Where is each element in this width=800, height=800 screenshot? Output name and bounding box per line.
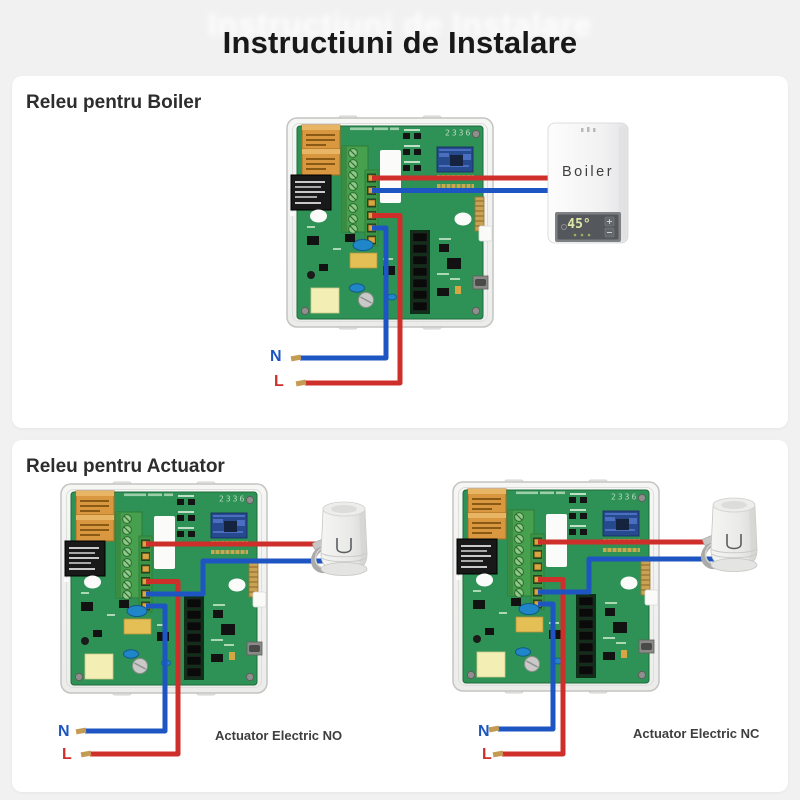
wire-ferrule — [290, 354, 302, 362]
boiler-label: Boiler — [561, 164, 615, 180]
caption-actuator-nc: Actuator Electric NC — [633, 726, 760, 741]
neutral-wire-to-actuator — [146, 558, 330, 597]
neutral-wire-to-n — [85, 603, 168, 734]
wires-actuator-nc — [498, 539, 720, 757]
boiler-vent-icon — [581, 127, 596, 132]
page-title: Instructiuni de Instalare — [222, 25, 578, 60]
caption-actuator-no: Actuator Electric NO — [215, 728, 343, 743]
neutral-wire-to-n — [498, 601, 556, 732]
actuator-section-heading: Releu pentru Actuator — [26, 456, 225, 477]
wires-actuator-no — [85, 541, 330, 757]
card-actuator-relay: Releu pentru Actuator N L Actuator Elect… — [12, 440, 788, 792]
boiler-device — [547, 122, 629, 244]
wire-ferrule — [295, 379, 307, 387]
neutral-label: N — [270, 348, 282, 365]
live-label: L — [274, 373, 284, 390]
boiler-display-value: 45° — [567, 217, 591, 232]
live-label: L — [482, 746, 492, 763]
boiler-display — [555, 212, 621, 242]
boiler-section-heading: Releu pentru Boiler — [26, 92, 202, 113]
ghost-title: Instructiuni de Instalare — [207, 6, 593, 43]
wiring-diagram-boiler — [286, 115, 629, 387]
wire-ferrule — [80, 750, 92, 758]
card-boiler-relay: Releu pentru Boiler — [12, 76, 788, 428]
live-label: L — [62, 746, 72, 763]
wire-ferrule — [492, 750, 504, 758]
neutral-label: N — [478, 723, 490, 740]
wires-boiler — [300, 175, 558, 386]
wiring-diagram-actuators — [60, 479, 788, 758]
wire-ferrule — [488, 725, 500, 733]
wire-ferrule — [75, 727, 87, 735]
live-wire-to-l — [305, 213, 403, 386]
live-wire-to-l — [90, 579, 181, 757]
neutral-label: N — [58, 723, 70, 740]
neutral-wire-to-n — [300, 225, 389, 361]
neutral-wire-to-actuator — [538, 556, 720, 595]
live-wire-to-l — [502, 577, 566, 757]
